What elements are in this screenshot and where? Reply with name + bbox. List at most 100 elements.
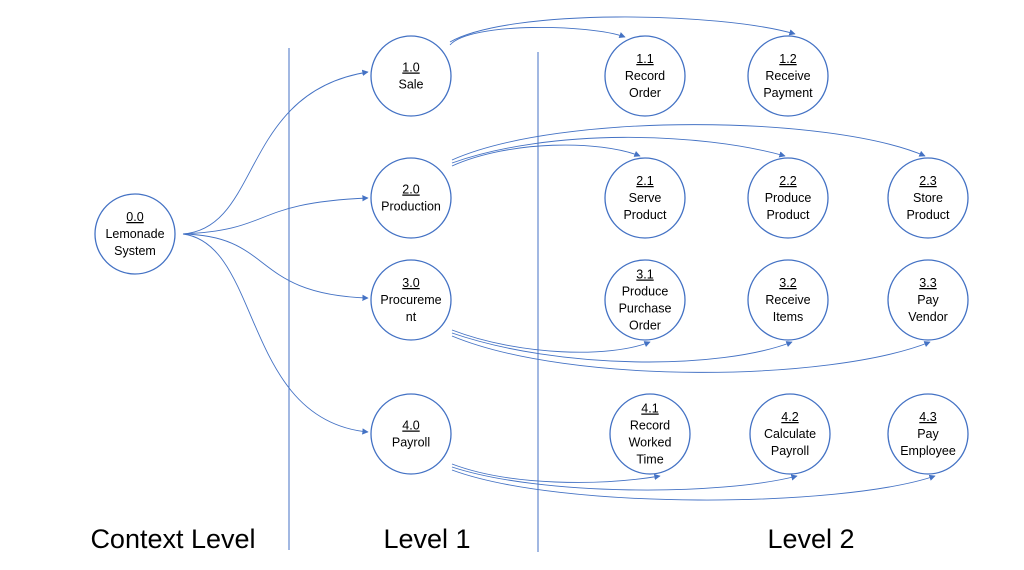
process-circle (887, 157, 969, 239)
process-circle (749, 393, 831, 475)
process-circle (370, 157, 452, 239)
process-label: Receive (765, 293, 810, 307)
edge-n30-n31 (451, 329, 651, 353)
process-label: Produce (622, 285, 669, 299)
process-number: 4.2 (781, 410, 798, 424)
process-label: Record (625, 69, 665, 83)
process-circle (887, 259, 969, 341)
process-number: 1.2 (779, 52, 796, 66)
process-circle (370, 259, 452, 341)
process-label: Vendor (908, 310, 948, 324)
process-number: 3.3 (919, 276, 936, 290)
process-circle (370, 393, 452, 475)
edge-n0-n30 (182, 233, 369, 301)
process-number: 1.1 (636, 52, 653, 66)
level-label-context: Context Level (90, 524, 255, 554)
process-number: 4.1 (641, 402, 658, 416)
process-label: System (114, 244, 156, 258)
process-number: 2.3 (919, 174, 936, 188)
process-label: Purchase (619, 302, 672, 316)
process-label: Lemonade (105, 227, 164, 241)
process-label: Payroll (771, 444, 809, 458)
process-number: 2.0 (402, 183, 419, 197)
edge-n0-n10 (182, 69, 369, 235)
process-label: Product (623, 208, 667, 222)
edge-n0-n40 (182, 233, 369, 435)
edges (182, 16, 936, 501)
edge-n20-n21 (451, 144, 641, 167)
process-label: Order (629, 86, 661, 100)
edge-n20-n23 (451, 124, 926, 161)
process-circle (747, 259, 829, 341)
process-label: nt (406, 310, 417, 324)
edge-n40-n43 (451, 469, 936, 501)
process-number: 4.0 (402, 419, 419, 433)
process-label: Serve (629, 191, 662, 205)
process-circle (604, 157, 686, 239)
process-number: 0.0 (126, 210, 143, 224)
edge-n30-n32 (451, 332, 793, 363)
process-circle (604, 35, 686, 117)
process-number: 3.2 (779, 276, 796, 290)
edge-n20-n22 (451, 136, 786, 164)
process-circle (747, 157, 829, 239)
edge-n0-n20 (182, 195, 369, 235)
process-label: Produce (765, 191, 812, 205)
level-label-2: Level 2 (767, 524, 854, 554)
process-label: Procureme (380, 293, 441, 307)
process-number: 2.1 (636, 174, 653, 188)
process-label: Receive (765, 69, 810, 83)
process-label: Items (773, 310, 804, 324)
process-label: Record (630, 419, 670, 433)
process-label: Sale (398, 78, 423, 92)
level-label-1: Level 1 (383, 524, 470, 554)
edge-n30-n33 (451, 335, 931, 373)
process-label: Pay (917, 293, 939, 307)
process-label: Order (629, 319, 661, 333)
edge-n10-n12 (449, 16, 796, 43)
process-label: Worked (629, 436, 672, 450)
process-label: Production (381, 200, 441, 214)
process-label: Product (766, 208, 810, 222)
process-label: Calculate (764, 427, 816, 441)
process-label: Product (906, 208, 950, 222)
edge-n10-n11 (449, 26, 626, 46)
process-circle (887, 393, 969, 475)
edge-n40-n42 (451, 466, 798, 491)
process-circle (604, 259, 686, 341)
process-number: 1.0 (402, 61, 419, 75)
process-circle (747, 35, 829, 117)
process-circle (609, 393, 691, 475)
edge-n40-n41 (451, 463, 661, 483)
process-number: 2.2 (779, 174, 796, 188)
process-number: 3.0 (402, 276, 419, 290)
process-label: Store (913, 191, 943, 205)
process-number: 4.3 (919, 410, 936, 424)
process-label: Pay (917, 427, 939, 441)
process-number: 3.1 (636, 268, 653, 282)
process-label: Employee (900, 444, 956, 458)
process-label: Payroll (392, 436, 430, 450)
process-circle (370, 35, 452, 117)
process-circle (94, 193, 176, 275)
process-label: Payment (763, 86, 813, 100)
process-label: Time (636, 453, 663, 467)
